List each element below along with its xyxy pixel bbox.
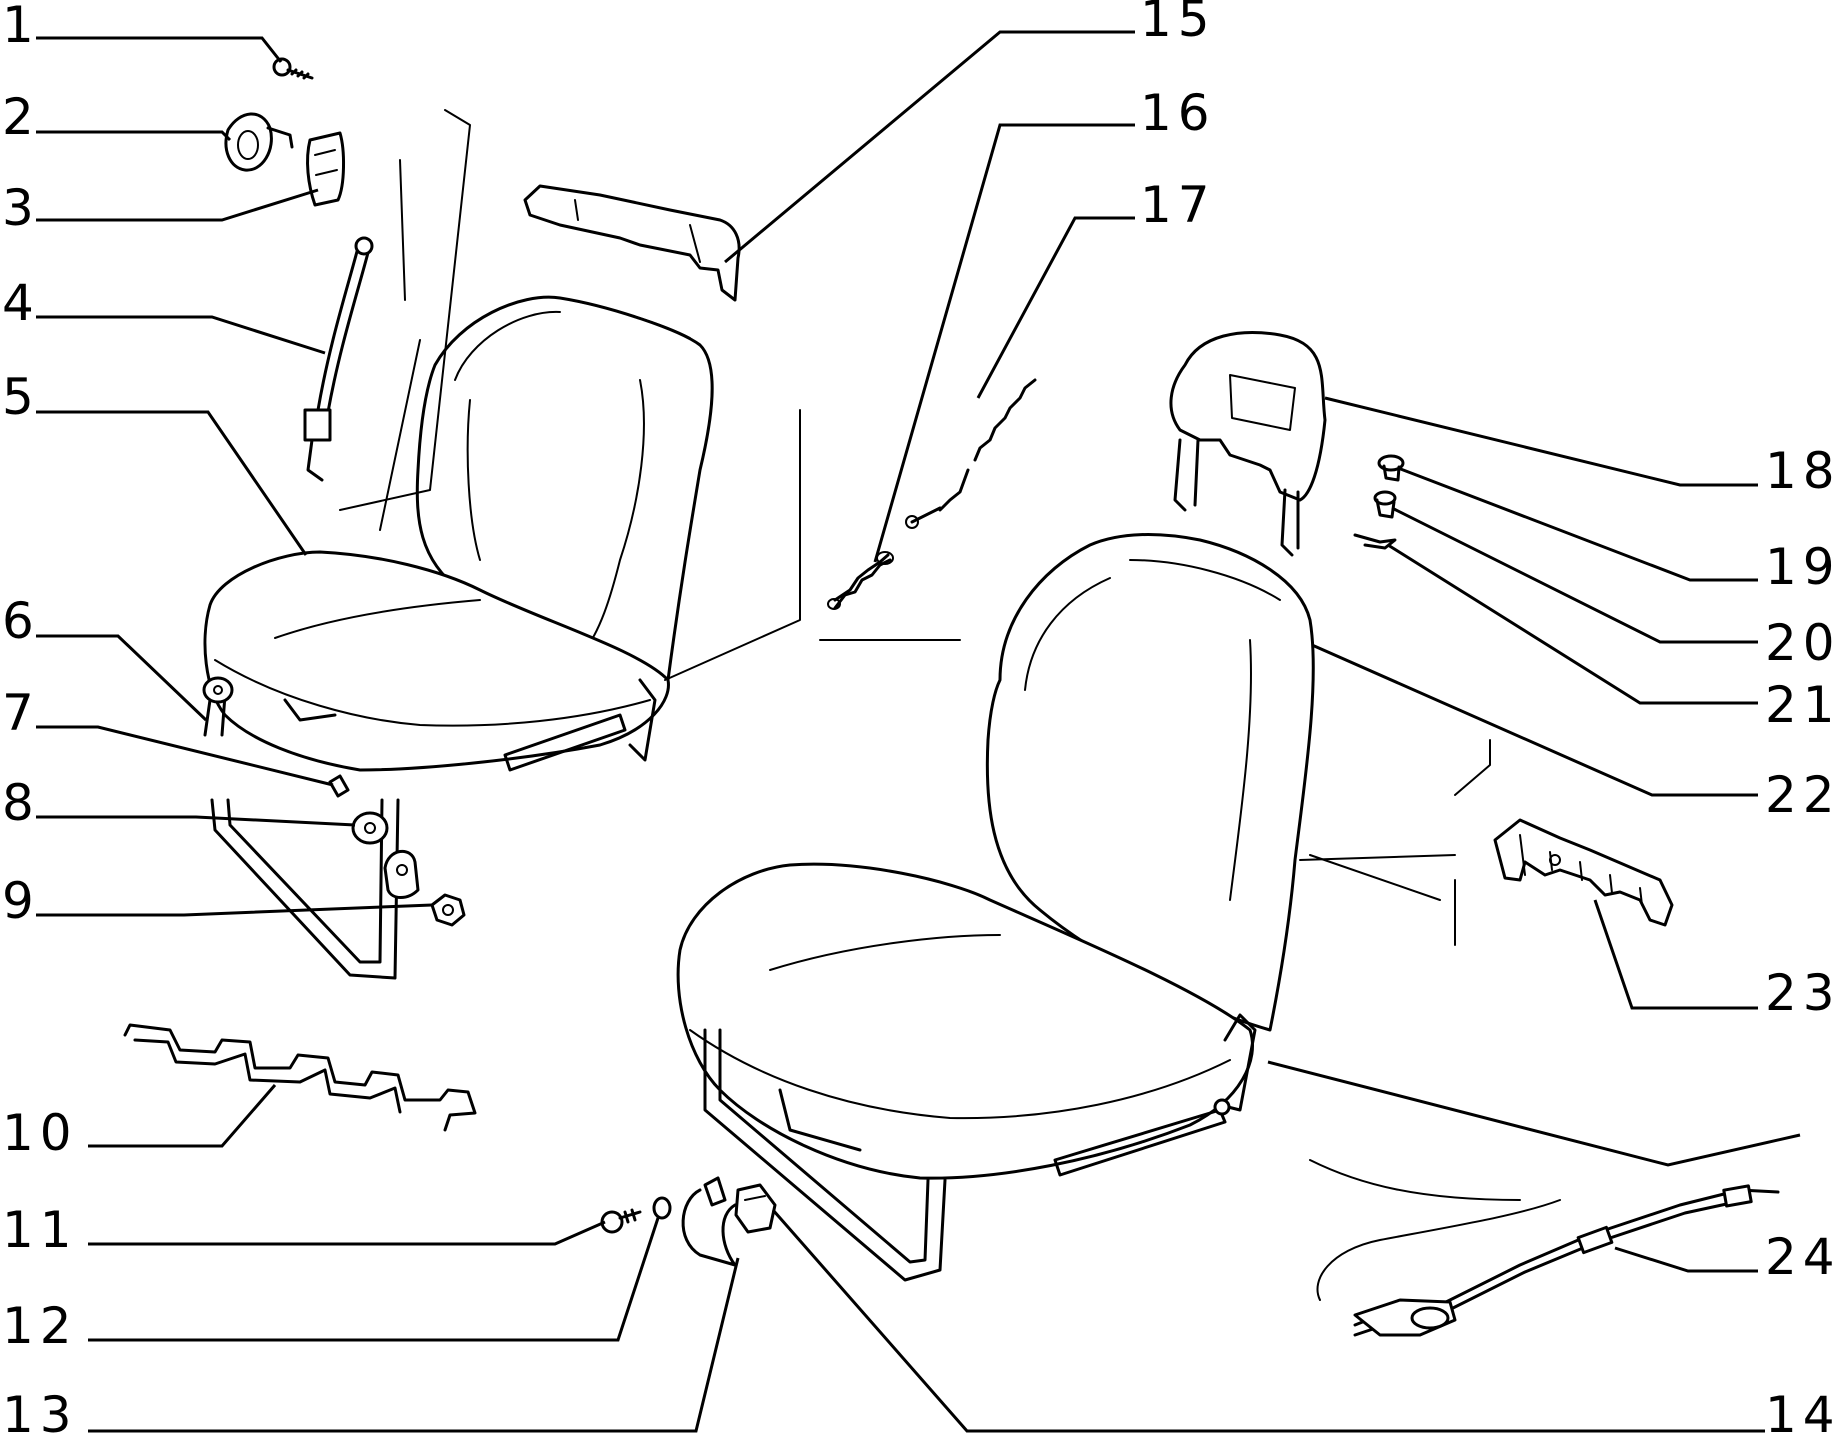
leader-3 <box>36 188 319 222</box>
leader-18 <box>1324 396 1758 487</box>
part-bracket-2 <box>224 112 294 172</box>
part-plate <box>383 850 420 899</box>
callout-2: 2 <box>2 88 40 146</box>
callout-3: 3 <box>2 179 40 237</box>
right-seat-backrest <box>985 533 1315 1032</box>
leader-2 <box>36 130 232 142</box>
leader-5 <box>36 410 308 556</box>
part-belt-stalk-4 <box>303 236 374 482</box>
leader-19 <box>1397 466 1758 582</box>
callout-8: 8 <box>2 774 40 832</box>
leader-22 <box>1311 643 1758 797</box>
leader-7 <box>36 725 334 787</box>
left-seat-rail <box>503 713 627 772</box>
callout-23: 23 <box>1765 964 1837 1022</box>
part-cap-19 <box>1377 454 1405 482</box>
leader-seat-mount <box>1267 1060 1801 1167</box>
part-screw-7 <box>328 774 350 798</box>
leader-4 <box>36 315 326 355</box>
callout-16: 16 <box>1140 84 1216 142</box>
callout-24: 24 <box>1765 1228 1837 1286</box>
callout-11: 11 <box>2 1201 78 1259</box>
part-cap-20 <box>1373 490 1397 519</box>
part-spring-wire-10 <box>123 1023 477 1132</box>
callout-14: 14 <box>1765 1386 1837 1434</box>
right-seat-headrest <box>1169 331 1327 502</box>
callout-5: 5 <box>2 368 40 426</box>
callout-7: 7 <box>2 684 40 742</box>
leader-10 <box>88 1084 277 1148</box>
callout-22: 22 <box>1765 766 1837 824</box>
part-spring-17 <box>905 378 1037 529</box>
leader-24 <box>1614 1246 1758 1273</box>
leader-20 <box>1391 506 1758 644</box>
part-bolt-11 <box>600 1208 642 1234</box>
part-bracket-23 <box>1299 739 1674 946</box>
callout-21: 21 <box>1765 676 1837 734</box>
callout-4: 4 <box>2 274 40 332</box>
part-bolt-1 <box>272 57 314 80</box>
leader-15 <box>724 30 1135 264</box>
leader-13 <box>88 1257 740 1433</box>
leader-17 <box>976 216 1135 399</box>
right-seat-cushion <box>676 862 1254 1180</box>
callout-13: 13 <box>2 1386 78 1434</box>
part-washer-12 <box>652 1196 672 1220</box>
callout-20: 20 <box>1765 614 1837 672</box>
left-seat <box>203 109 961 772</box>
right-seat-frame <box>703 1028 947 1282</box>
right-seat-rail <box>1053 1108 1227 1177</box>
leader-6 <box>36 634 208 722</box>
callout-19: 19 <box>1765 538 1837 596</box>
leader-lines <box>36 30 1801 1433</box>
callout-15: 15 <box>1140 0 1216 48</box>
leader-1 <box>36 36 283 63</box>
callout-18: 18 <box>1765 442 1837 500</box>
leader-23 <box>1593 899 1758 1010</box>
callout-1: 1 <box>2 0 40 54</box>
leader-21 <box>1387 543 1758 705</box>
part-trim-15 <box>523 184 741 302</box>
leader-12 <box>88 1217 660 1342</box>
part-cable-24 <box>1309 1159 1780 1337</box>
part-clip-21 <box>1353 533 1397 550</box>
right-seat <box>676 331 1327 1282</box>
callout-6: 6 <box>2 592 40 650</box>
part-washer-8 <box>351 811 389 845</box>
leader-9 <box>36 903 433 917</box>
callout-17: 17 <box>1140 176 1216 234</box>
callout-12: 12 <box>2 1297 78 1355</box>
leader-14 <box>771 1209 1765 1433</box>
part-nut-9 <box>430 893 466 927</box>
part-spring-16 <box>827 551 894 610</box>
callout-9: 9 <box>2 872 40 930</box>
leader-16 <box>873 123 1135 563</box>
leader-8 <box>36 815 356 827</box>
callout-10: 10 <box>2 1104 78 1162</box>
part-block-14 <box>734 1183 777 1234</box>
leader-11 <box>88 1220 606 1246</box>
part-clamp-13 <box>681 1176 737 1267</box>
part-cover-3 <box>306 131 346 207</box>
